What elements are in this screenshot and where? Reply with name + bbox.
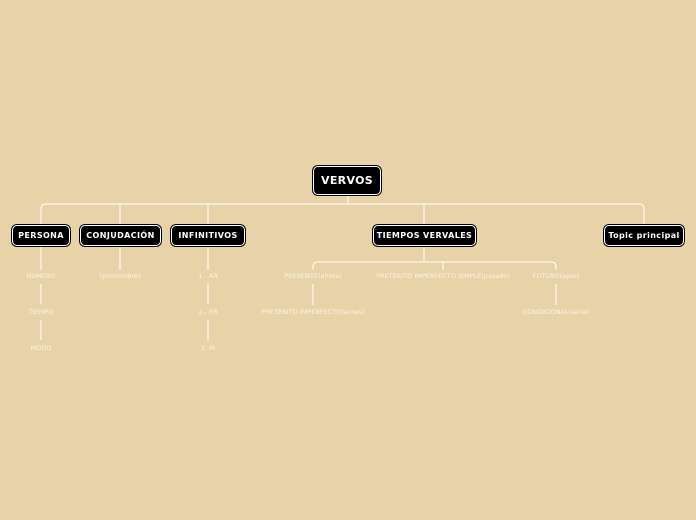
connector-tiempos-right-corner	[550, 261, 557, 270]
connector-root-bus-left-corner	[40, 203, 47, 225]
subtopic-preterito-imperfecto-simple[interactable]: PRETERITO IMPERFECTO SIMPLE(pasado)	[376, 272, 510, 280]
connector-tiempos-left-corner	[312, 261, 319, 270]
subtopic-ar[interactable]: 1.- AR	[198, 272, 218, 280]
topic-node-topic-principal[interactable]: Topic principal	[604, 225, 684, 246]
subtopic-tiempo[interactable]: TIEMPO	[28, 308, 54, 316]
subtopic-modo[interactable]: MODO	[30, 344, 52, 352]
topic-node-tiempos-vervales[interactable]: TIEMPOS VERVALES	[373, 225, 476, 246]
topic-label-conjudacion: CONJUDACIÓN	[86, 231, 155, 240]
subtopic-futuro[interactable]: FUTURO(ayer)	[532, 272, 580, 280]
topic-label-tiempos-vervales: TIEMPOS VERVALES	[376, 231, 473, 240]
subtopic-ir[interactable]: 3.-IR	[200, 344, 216, 352]
topic-node-infinitivos[interactable]: INFINITIVOS	[171, 225, 245, 246]
connector-root-bus-right-corner	[638, 203, 645, 225]
root-topic-label: VERVOS	[321, 174, 373, 187]
subtopic-pronombre[interactable]: (pronombre)	[99, 272, 141, 280]
topic-node-persona[interactable]: PERSONA	[12, 225, 70, 246]
root-topic-node[interactable]: VERVOS	[313, 166, 381, 195]
subtopic-numero[interactable]: NUMERO	[26, 272, 56, 280]
subtopic-preterito-imperfecto[interactable]: PRETERITO IMPERFECTO(antes)	[261, 308, 365, 316]
subtopic-condicional[interactable]: CONDICIONAL(sería)	[522, 308, 590, 316]
topic-label-topic-principal: Topic principal	[608, 231, 680, 240]
topic-label-infinitivos: INFINITIVOS	[178, 231, 238, 240]
topic-label-persona: PERSONA	[18, 231, 64, 240]
topic-node-conjudacion[interactable]: CONJUDACIÓN	[80, 225, 161, 246]
subtopic-er[interactable]: 2.- ER	[198, 308, 218, 316]
subtopic-presente[interactable]: PRESENTE(ahora)	[284, 272, 342, 280]
